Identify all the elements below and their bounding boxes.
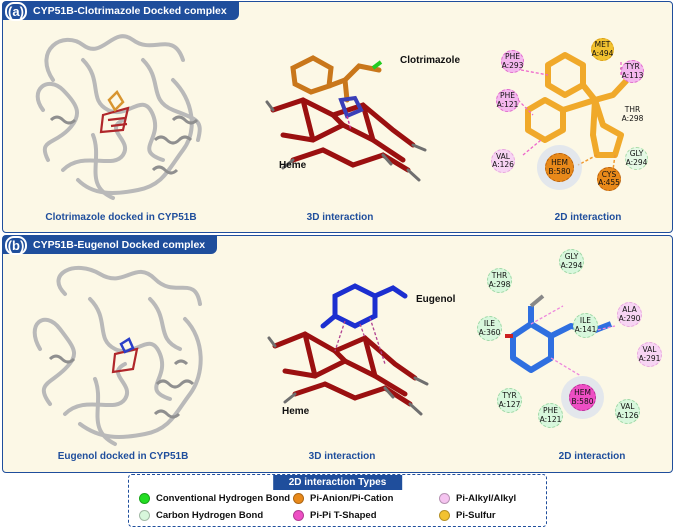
panel-a-letter: (a) [5,1,27,21]
panel-b-heme-label: Heme [282,406,310,417]
panel-b-ligand-label: Eugenol [416,294,456,305]
legend-item-carbon-hydrogen-bond: Carbon Hydrogen Bond [139,510,263,521]
legend-swatch [293,493,304,504]
panel-b-protein-image [32,265,203,446]
panel-b: (b) CYP51B-Eugenol Docked complex Eugeno… [2,235,673,473]
legend-item-pi-anion-cation: Pi-Anion/Pi-Cation [293,493,393,504]
panel-b-caption-2d: 2D interaction [558,451,626,462]
legend-swatch [293,510,304,521]
panel-a-caption-2d: 2D interaction [554,212,622,223]
legend-swatch [439,493,450,504]
panel-b-header: (b) CYP51B-Eugenol Docked complex [3,235,218,255]
panel-a-header: (a) CYP51B-Clotrimazole Docked complex [3,1,239,21]
panel-b-caption-3d: 3D interaction [308,451,376,462]
legend-title: 2D interaction Types [272,475,403,490]
panel-a-caption-3d: 3D interaction [306,212,374,223]
panel-b-title: CYP51B-Eugenol Docked complex [33,239,206,251]
legend-swatch [139,493,150,504]
panel-b-letter: (b) [5,235,27,255]
panel-a: (a) CYP51B-Clotrimazole Docked complex C… [2,1,673,233]
panel-a-caption-protein: Clotrimazole docked in CYP51B [45,212,197,223]
panel-a-protein-image [35,34,202,200]
legend-swatch [139,510,150,521]
legend-swatch [439,510,450,521]
panel-a-ligand-label: Clotrimazole [400,55,461,66]
legend-item-pi-pi-t-shaped: Pi-Pi T-Shaped [293,510,377,521]
legend-item-pi-alkyl: Pi-Alkyl/Alkyl [439,493,516,504]
legend-item-pi-sulfur: Pi-Sulfur [439,510,496,521]
panel-b-3d-image [267,283,429,416]
legend-item-conventional-hydrogen-bond: Conventional Hydrogen Bond [139,493,290,504]
panel-a-title: CYP51B-Clotrimazole Docked complex [33,5,227,17]
panel-a-3d-image [265,55,427,182]
panel-b-caption-protein: Eugenol docked in CYP51B [57,451,189,462]
panel-a-heme-label: Heme [279,160,307,171]
interaction-legend: 2D interaction Types Conventional Hydrog… [128,474,547,527]
